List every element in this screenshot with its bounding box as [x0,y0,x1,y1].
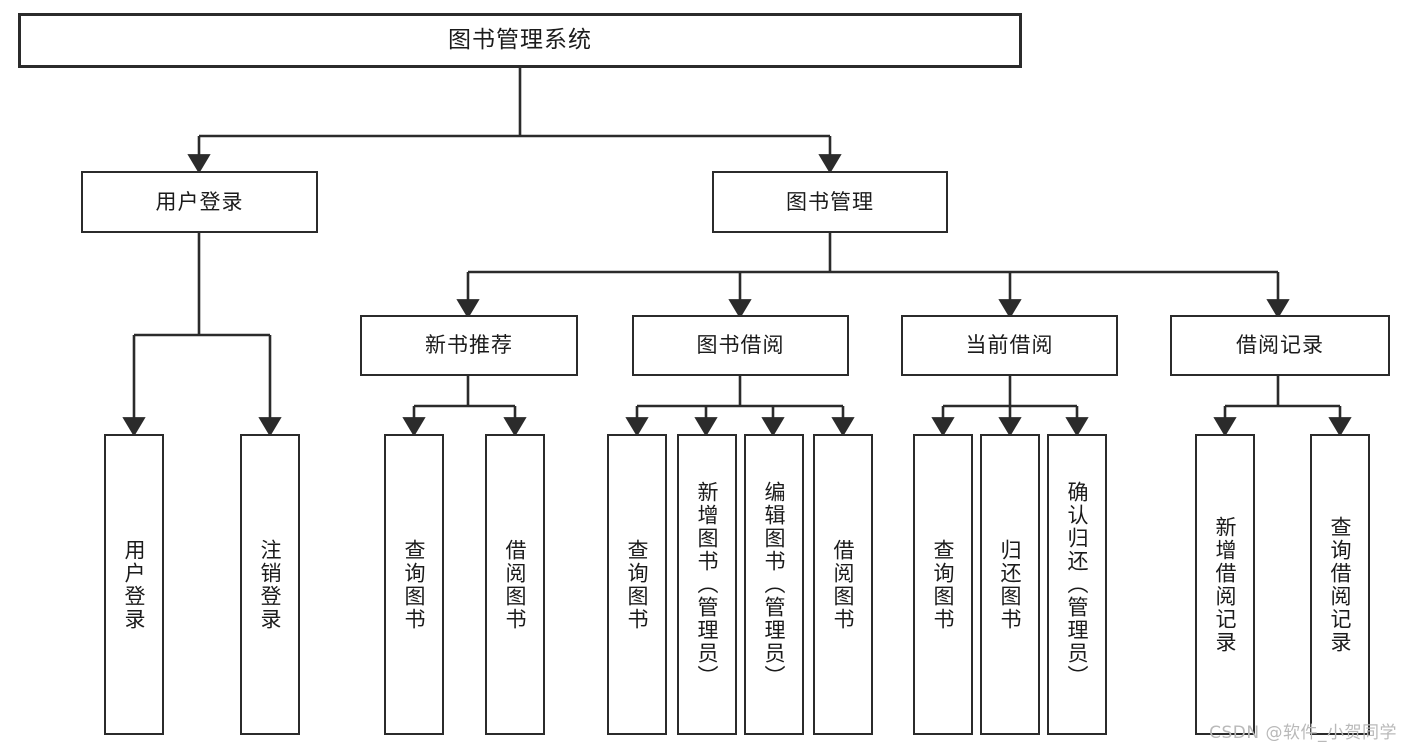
leaf-user-login-login[interactable]: 用户登录 [104,434,164,735]
node-label: 图书管理 [786,189,874,214]
node-label: 用户登录 [155,189,244,214]
leaf-book-borrow-add-book-admin[interactable]: 新增图书（管理员） [677,434,737,735]
node-label: 新增借阅记录 [1213,515,1238,654]
node-label: 编辑图书（管理员） [762,481,787,688]
leaf-current-borrow-confirm-return-admin[interactable]: 确认归还（管理员） [1047,434,1107,735]
leaf-book-borrow-borrow-book[interactable]: 借阅图书 [813,434,873,735]
node-book-management[interactable]: 图书管理 [712,171,948,233]
node-borrow-record[interactable]: 借阅记录 [1170,315,1390,376]
node-new-book-recommend[interactable]: 新书推荐 [360,315,578,376]
node-label: 查询图书 [625,538,650,631]
node-label: 新增图书（管理员） [695,481,720,688]
leaf-borrow-record-add-record[interactable]: 新增借阅记录 [1195,434,1255,735]
csdn-watermark: CSDN @软件_小贺同学 [1209,723,1397,743]
leaf-new-book-borrow-book[interactable]: 借阅图书 [485,434,545,735]
node-user-login[interactable]: 用户登录 [81,171,318,233]
node-label: 用户登录 [122,538,147,631]
node-label: 借阅记录 [1236,333,1324,358]
leaf-user-login-logout[interactable]: 注销登录 [240,434,300,735]
leaf-current-borrow-return-book[interactable]: 归还图书 [980,434,1040,735]
node-label: 图书管理系统 [448,27,592,54]
leaf-new-book-query-book[interactable]: 查询图书 [384,434,444,735]
node-label: 查询图书 [931,538,956,631]
node-label: 图书借阅 [696,333,785,358]
node-label: 借阅图书 [831,538,856,631]
node-label: 注销登录 [258,538,283,631]
leaf-book-borrow-query-book[interactable]: 查询图书 [607,434,667,735]
node-label: 新书推荐 [425,333,513,358]
node-label: 查询借阅记录 [1328,515,1353,654]
node-label: 当前借阅 [965,333,1054,358]
node-label: 确认归还（管理员） [1065,481,1090,688]
node-book-borrow[interactable]: 图书借阅 [632,315,849,376]
leaf-book-borrow-edit-book-admin[interactable]: 编辑图书（管理员） [744,434,804,735]
leaf-borrow-record-query-record[interactable]: 查询借阅记录 [1310,434,1370,735]
node-current-borrow[interactable]: 当前借阅 [901,315,1118,376]
leaf-current-borrow-query-book[interactable]: 查询图书 [913,434,973,735]
node-root-library-management-system[interactable]: 图书管理系统 [18,13,1022,68]
node-label: 借阅图书 [503,538,528,631]
node-label: 查询图书 [402,538,427,631]
node-label: 归还图书 [998,538,1023,631]
